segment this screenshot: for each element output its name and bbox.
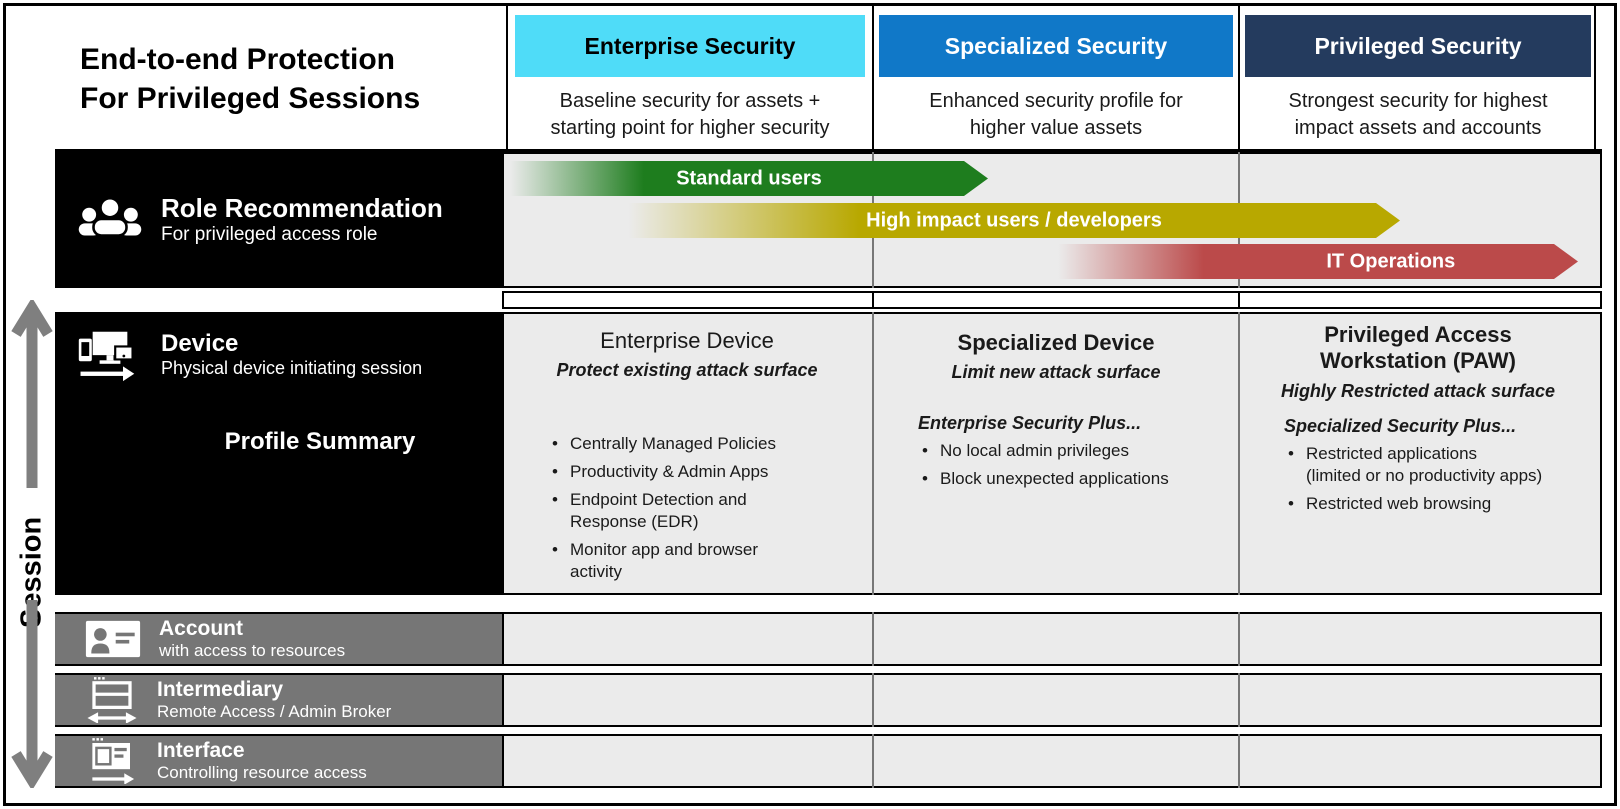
interface-row-label: Interface Controlling resource access (55, 734, 502, 788)
device-cell-title: Privileged Access Workstation (PAW) (1320, 322, 1516, 374)
arrow-it-operations-label: IT Operations (1326, 250, 1456, 272)
device-cell-bullets: Centrally Managed Policies Productivity … (548, 433, 870, 584)
column-divider (872, 612, 874, 666)
account-row-label: Account with access to resources (55, 612, 502, 666)
role-row-title: Role Recommendation (161, 192, 443, 223)
device-row-label: Device Physical device initiating sessio… (55, 312, 502, 595)
role-row-subtitle: For privileged access role (161, 223, 378, 245)
device-cell-bullets: Restricted applications (limited or no p… (1284, 443, 1596, 516)
intermediary-row-label: Intermediary Remote Access / Admin Broke… (55, 673, 502, 727)
device-cell-specialized: Specialized Device Limit new attack surf… (874, 312, 1238, 595)
intermediary-row-subtitle: Remote Access / Admin Broker (157, 701, 392, 721)
bullet-item: Endpoint Detection and Response (EDR) (548, 489, 870, 534)
bullet-item: Restricted applications (limited or no p… (1284, 443, 1596, 488)
devices-icon (77, 330, 143, 382)
window-panel-icon (85, 738, 139, 784)
session-axis-down-arrow (11, 600, 53, 788)
header-divider (1238, 6, 1240, 151)
device-cell-enterprise: Enterprise Device Protect existing attac… (504, 312, 870, 595)
window-arrows-icon (85, 677, 139, 723)
account-row-title: Account (159, 617, 243, 641)
spacer-row (502, 291, 1602, 309)
device-cell-bullets: No local admin privileges Block unexpect… (918, 440, 1238, 490)
table-top-border (55, 149, 1602, 154)
bullet-item: Restricted web browsing (1284, 493, 1596, 516)
device-cell-title: Specialized Device (957, 330, 1155, 355)
column-divider (1238, 734, 1240, 788)
column-divider (1238, 612, 1240, 666)
arrow-standard-users-label: Standard users (676, 167, 822, 189)
arrow-it-operations: IT Operations (1058, 244, 1578, 279)
interface-row-subtitle: Controlling resource access (157, 762, 367, 782)
device-row-subtitle: Physical device initiating session (161, 358, 423, 378)
device-cell-tagline: Protect existing attack surface (556, 360, 818, 381)
arrow-standard-users: Standard users (510, 161, 988, 196)
bullet-item: Centrally Managed Policies (548, 433, 870, 456)
account-row-subtitle: with access to resources (159, 640, 346, 660)
column-divider (872, 734, 874, 788)
account-row-cells (502, 612, 1602, 666)
column-description-privileged: Strongest security for highest impact as… (1288, 90, 1548, 139)
plus-heading: Enterprise Security Plus... (918, 413, 1142, 434)
interface-row-title: Interface (157, 739, 245, 763)
bullet-item: Monitor app and browser activity (548, 539, 870, 584)
column-header-specialized: Specialized Security (879, 15, 1233, 77)
column-divider (872, 291, 874, 309)
column-divider (1238, 312, 1240, 595)
page-title-line1: End-to-end Protection (80, 43, 395, 76)
device-cell-privileged: Privileged Access Workstation (PAW) High… (1240, 312, 1596, 595)
plus-heading: Specialized Security Plus... (1284, 415, 1517, 436)
device-row-title: Device (161, 330, 239, 357)
column-divider (872, 673, 874, 727)
profile-summary-heading: Profile Summary (224, 428, 416, 455)
column-header-enterprise: Enterprise Security (515, 15, 865, 77)
people-icon (77, 196, 143, 242)
column-divider (872, 312, 874, 595)
column-description-specialized: Enhanced security profile for higher val… (929, 90, 1183, 139)
arrow-high-impact-users-label: High impact users / developers (866, 209, 1162, 231)
role-row-label: Role Recommendation For privileged acces… (55, 150, 502, 288)
column-description-enterprise: Baseline security for assets + starting … (550, 90, 830, 139)
device-cell-tagline: Highly Restricted attack surface (1280, 380, 1556, 401)
bullet-item: No local admin privileges (918, 440, 1238, 463)
arrow-high-impact-users: High impact users / developers (628, 203, 1400, 238)
header-divider (1594, 6, 1596, 151)
page-title: End-to-end Protection For Privileged Ses… (80, 40, 420, 118)
header-divider (872, 6, 874, 151)
id-card-icon (85, 619, 141, 659)
header-divider (506, 6, 508, 151)
bullet-item: Block unexpected applications (918, 468, 1238, 491)
intermediary-row-cells (502, 673, 1602, 727)
interface-row-cells (502, 734, 1602, 788)
column-header-privileged: Privileged Security (1245, 15, 1591, 77)
device-cell-tagline: Limit new attack surface (951, 362, 1161, 383)
column-divider (1238, 673, 1240, 727)
bullet-item: Productivity & Admin Apps (548, 461, 870, 484)
session-axis-up-arrow (11, 300, 53, 488)
device-cell-title: Enterprise Device (600, 328, 774, 353)
intermediary-row-title: Intermediary (157, 678, 284, 702)
page-title-line2: For Privileged Sessions (80, 82, 421, 115)
column-divider (1238, 291, 1240, 309)
